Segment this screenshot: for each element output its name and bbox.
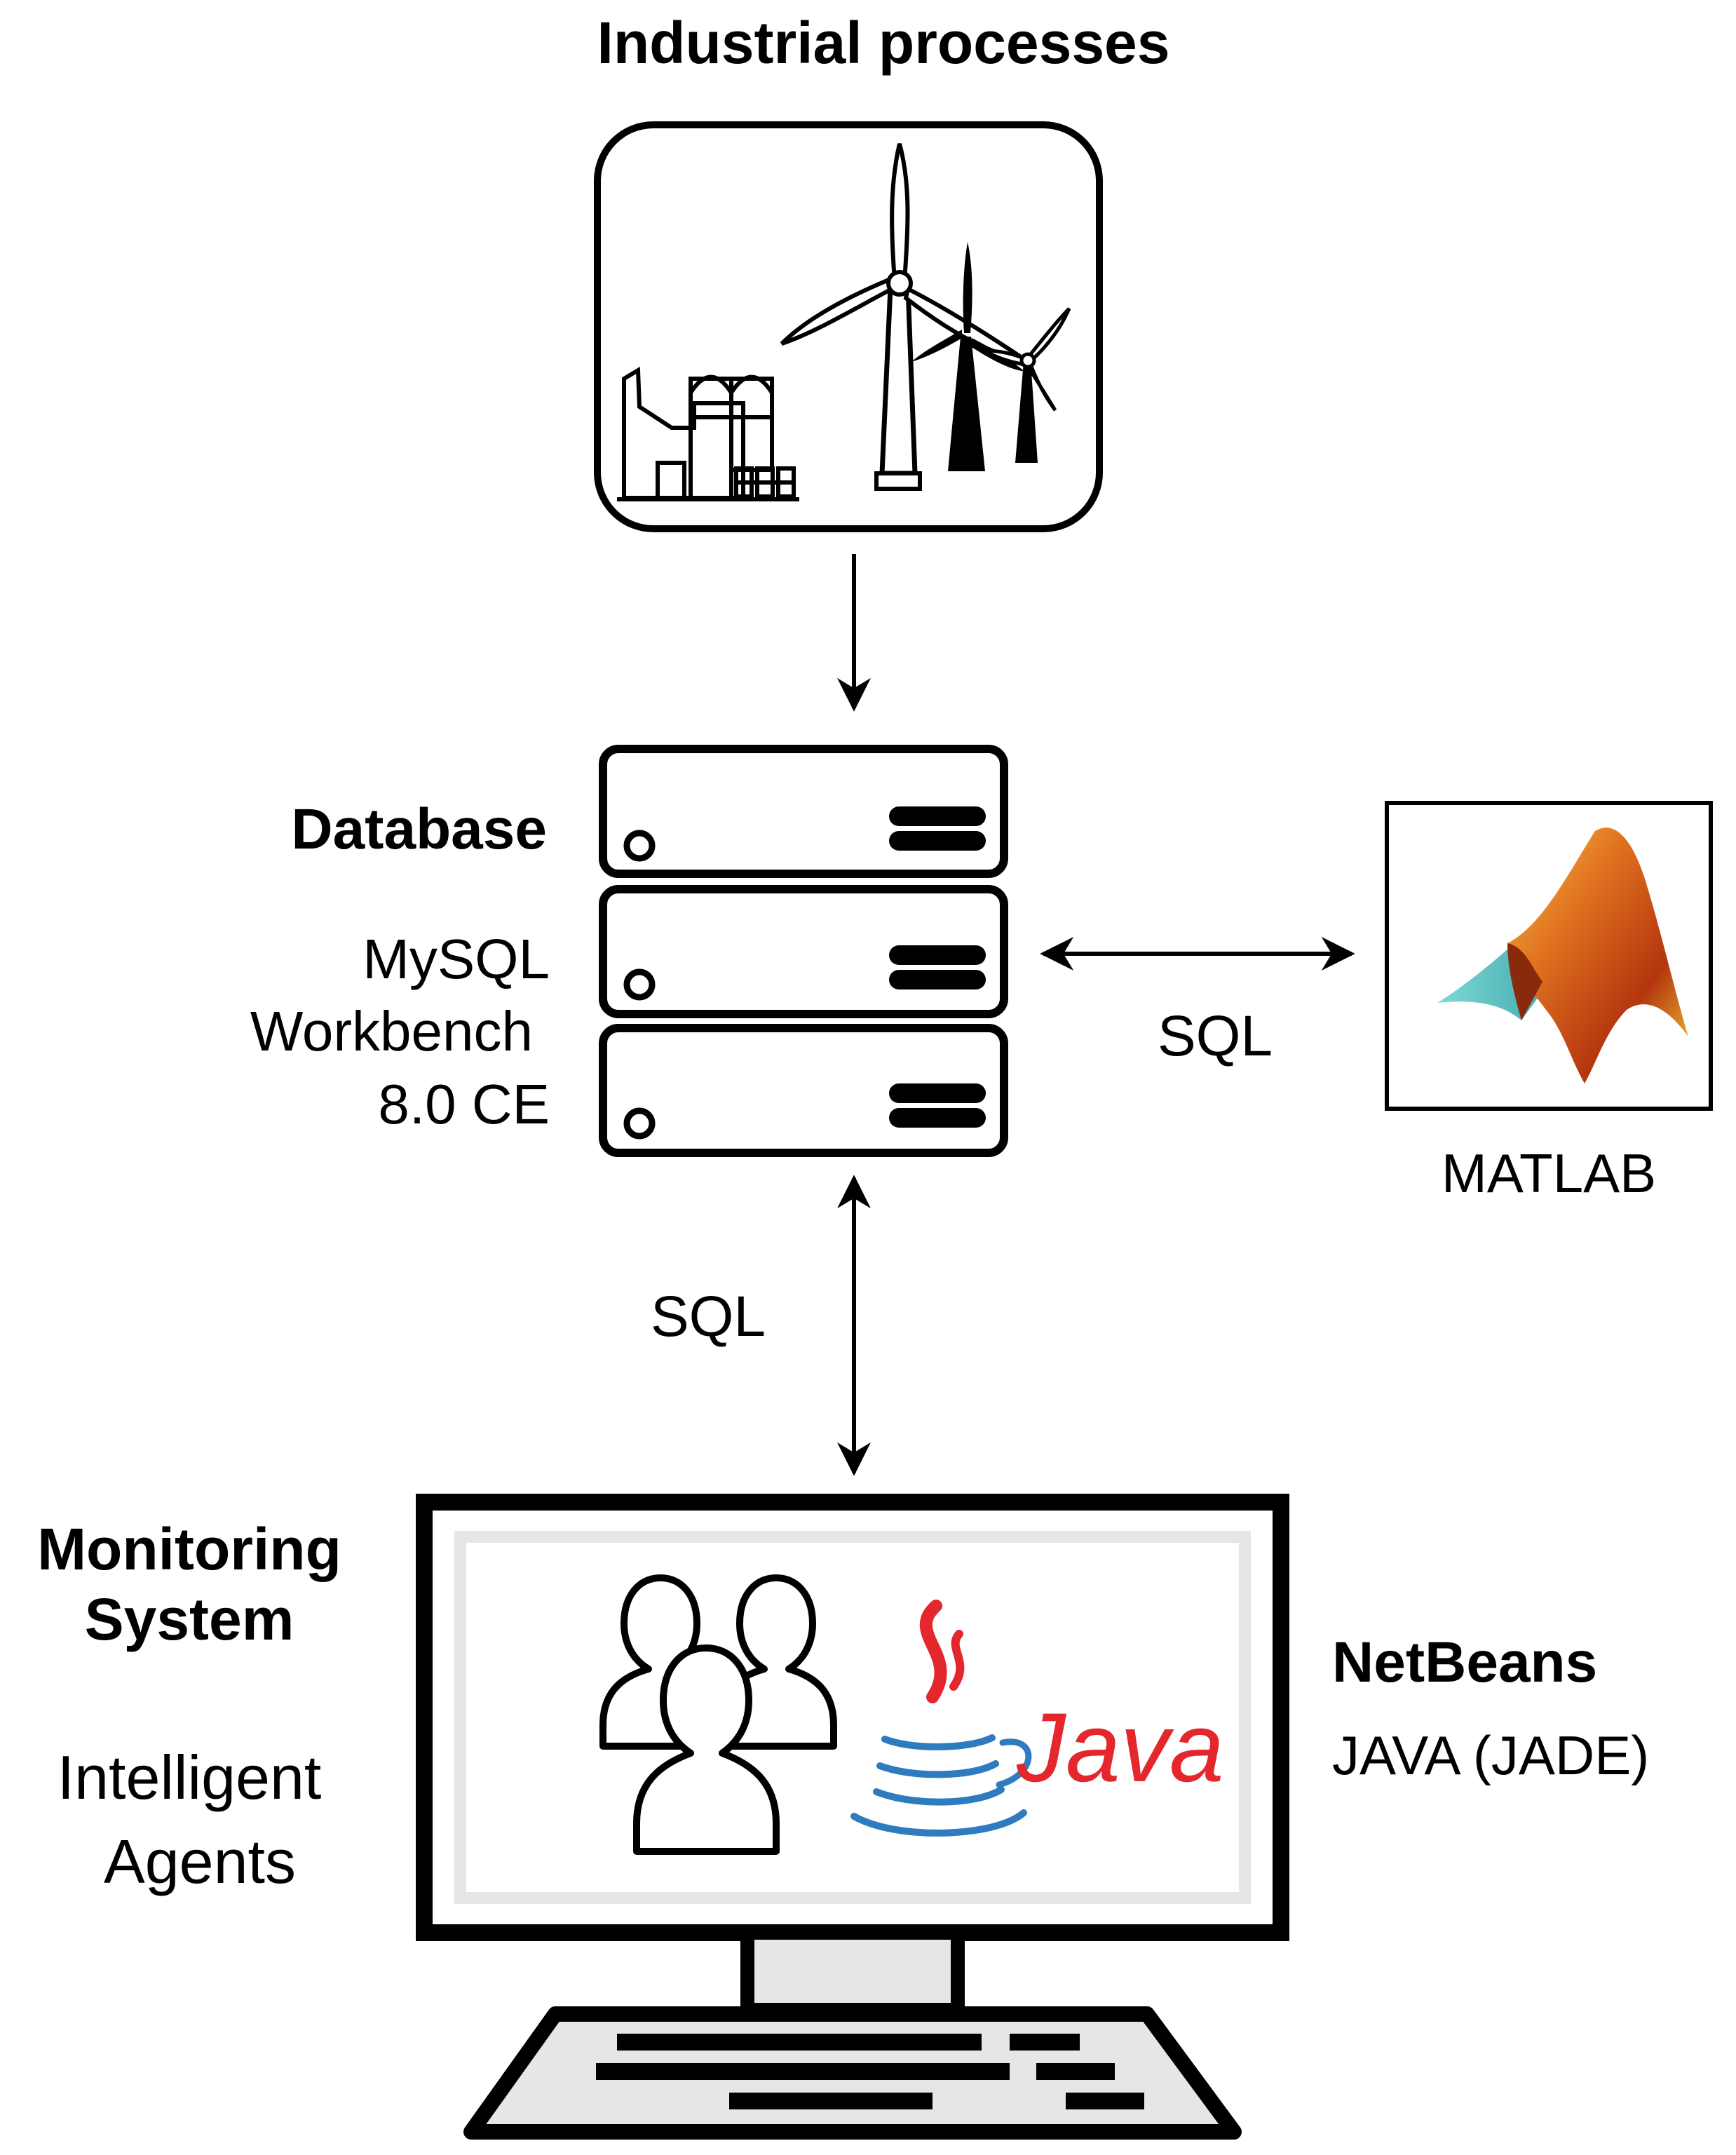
matlab-label: MATLAB <box>1442 1142 1656 1204</box>
server-rack-icon <box>599 745 1008 1157</box>
agents-label-line-2: Agents <box>104 1827 296 1896</box>
database-software-line-1: MySQL <box>362 928 550 990</box>
database-software-line-2: Workbench <box>250 1000 533 1062</box>
wind-turbine-icon <box>979 307 1071 463</box>
sql-label-matlab: SQL <box>1158 1004 1273 1068</box>
monitor-icon <box>416 1494 1289 2017</box>
keyboard-icon <box>463 2006 1242 2140</box>
monitoring-label-line-1: Monitoring <box>37 1516 341 1582</box>
netbeans-sublabel: JAVA (JADE) <box>1332 1724 1649 1786</box>
monitoring-label-line-2: System <box>85 1586 294 1652</box>
matlab-logo-icon <box>1385 801 1713 1111</box>
database-label: Database <box>291 797 547 861</box>
agents-label-line-1: Intelligent <box>57 1743 322 1812</box>
java-logo-text: Java <box>1016 1692 1224 1802</box>
users-icon <box>599 1574 837 1855</box>
title: Industrial processes <box>597 10 1170 76</box>
database-software-line-3: 8.0 CE <box>378 1073 550 1135</box>
java-logo-icon: Java <box>850 1600 1224 1837</box>
factory-icon <box>617 366 799 501</box>
sql-label-monitor: SQL <box>651 1285 766 1349</box>
industrial-processes-box <box>594 121 1103 532</box>
netbeans-label: NetBeans <box>1332 1630 1597 1694</box>
